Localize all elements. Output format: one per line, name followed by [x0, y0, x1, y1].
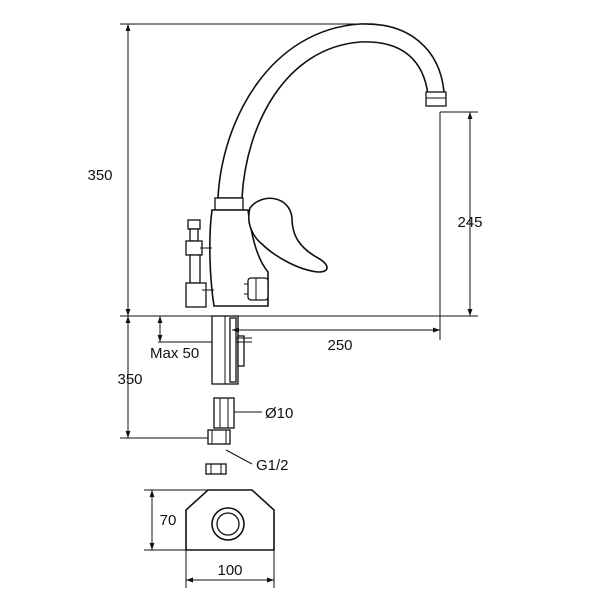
- label-reach: 250: [327, 337, 352, 354]
- faucet-spout: [217, 23, 447, 199]
- leader-thread: [225, 449, 253, 465]
- dim-spout-height: [440, 111, 478, 316]
- label-height-above: 350: [87, 167, 112, 184]
- label-thread: G1/2: [256, 457, 289, 474]
- label-hose-length: 350: [117, 371, 142, 388]
- label-base-width: 100: [217, 562, 242, 579]
- faucet-body: [209, 197, 328, 307]
- label-max-thickness: Max 50: [150, 345, 199, 362]
- mounting-shank: [211, 315, 252, 385]
- side-valve: [185, 219, 214, 308]
- label-spout-height: 245: [457, 214, 482, 231]
- base-plate: [185, 489, 275, 551]
- nut: [205, 463, 227, 475]
- dim-height-above: [120, 23, 360, 316]
- dim-max-thickness: [157, 316, 212, 343]
- connection-hose: [207, 397, 235, 445]
- label-base-depth: 70: [160, 512, 177, 529]
- dim-base-width: [185, 550, 275, 588]
- label-pipe-diameter: Ø10: [265, 405, 293, 422]
- dim-reach: [232, 112, 441, 340]
- dim-base-depth: [144, 489, 208, 551]
- dim-hose-length: [120, 316, 208, 439]
